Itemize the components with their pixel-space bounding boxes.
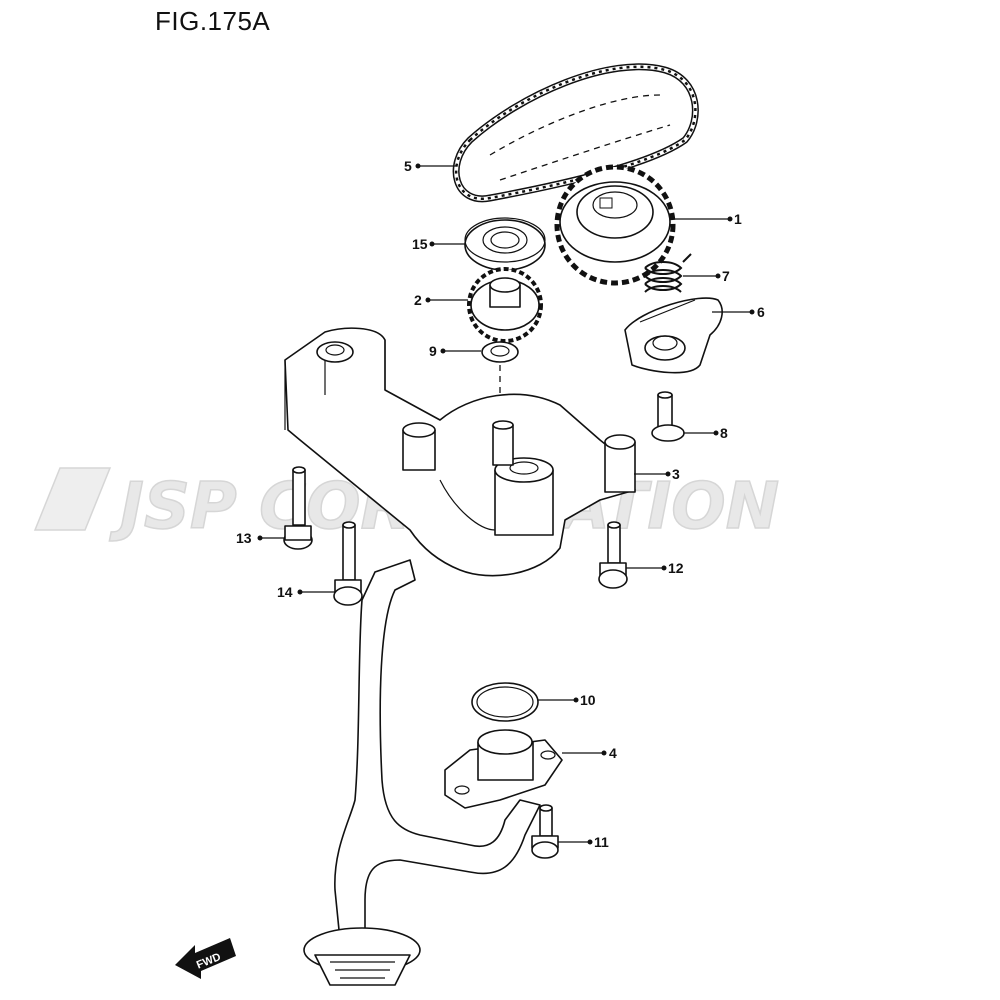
part-4-flange	[444, 729, 563, 809]
part-14-bolt	[333, 521, 363, 606]
callout-15: 15	[412, 236, 428, 252]
callout-labels: 5 1 15 7 2 6 9 8 3 13 12 14 10 4 11	[236, 158, 765, 850]
part-8-bolt	[651, 391, 685, 442]
figure-title: FIG.175A	[155, 6, 271, 36]
part-7-spring	[644, 253, 692, 293]
part-13-bolt	[283, 466, 313, 550]
watermark-logo-icon	[33, 467, 112, 531]
part-11-bolt	[531, 804, 559, 859]
fwd-arrow-icon: FWD	[175, 938, 236, 979]
callout-2: 2	[414, 292, 422, 308]
callout-10: 10	[580, 692, 596, 708]
callout-13: 13	[236, 530, 252, 546]
part-1-sprocket	[554, 164, 676, 286]
callout-6: 6	[757, 304, 765, 320]
part-5-chain	[452, 63, 699, 203]
callout-3: 3	[672, 466, 680, 482]
oil-strainer-pipe	[303, 559, 541, 986]
callout-1: 1	[734, 211, 742, 227]
callout-14: 14	[277, 584, 293, 600]
callout-7: 7	[722, 268, 730, 284]
leader-lines	[260, 165, 752, 843]
callout-11: 11	[594, 834, 609, 850]
callout-5: 5	[404, 158, 412, 174]
part-2-small-sprocket	[467, 267, 543, 343]
callout-12: 12	[668, 560, 684, 576]
part-15-bearing	[464, 217, 546, 271]
callout-8: 8	[720, 425, 728, 441]
callout-9: 9	[429, 343, 437, 359]
part-12-bolt	[598, 521, 628, 589]
part-6-tensioner	[624, 297, 723, 374]
callout-4: 4	[609, 745, 617, 761]
leader-dots	[257, 163, 755, 845]
part-3-oil-pump	[284, 327, 636, 577]
part-10-oring	[471, 682, 539, 722]
